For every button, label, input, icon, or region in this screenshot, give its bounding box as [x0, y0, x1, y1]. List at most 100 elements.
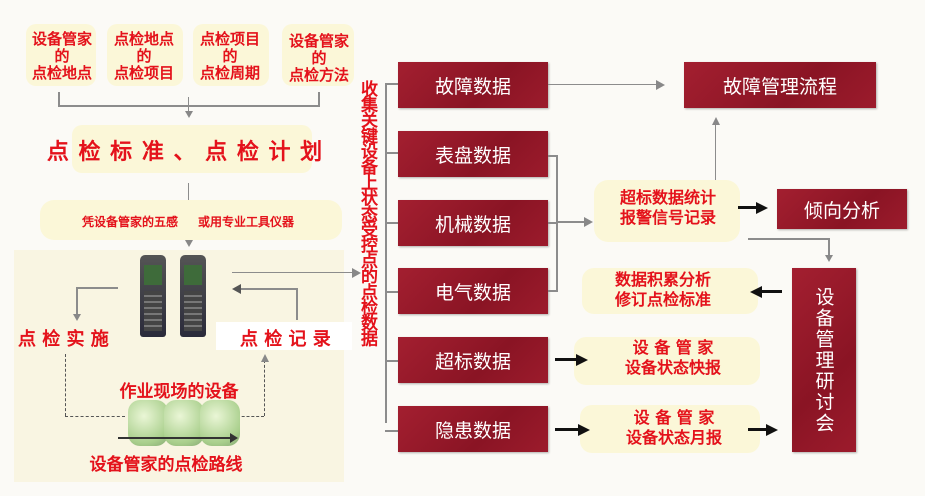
- merge-tick-elec: [548, 290, 558, 292]
- source-box-3: [193, 24, 269, 86]
- standard-plan-bg: [72, 125, 312, 173]
- device-to-collect-line: [232, 272, 354, 273]
- stats-to-trend-line: [738, 206, 758, 209]
- fault-to-process-line: [548, 84, 658, 85]
- source-4-line3: 点检方法: [288, 66, 349, 84]
- route-label: 设备管家的点检路线: [89, 455, 243, 475]
- revise-line2: 修订点检标准: [614, 290, 711, 309]
- revise-bg: [582, 268, 758, 314]
- bus-tick: [385, 360, 399, 362]
- revise-line1: 数据积累分析: [614, 270, 711, 289]
- arrow-right-icon: [766, 424, 778, 436]
- arrow-right-icon: [578, 424, 590, 436]
- arrow-left-icon: [232, 284, 241, 294]
- quick-report-line1: 设 备 管 家: [632, 338, 714, 357]
- arrow-down-icon: [825, 255, 833, 262]
- arrow-right-icon: [656, 80, 665, 90]
- arrow-right-icon: [756, 202, 768, 214]
- arrow-down-icon: [185, 111, 193, 118]
- hazard-to-monthly-line: [555, 428, 579, 431]
- source-box-4: [282, 24, 354, 86]
- inspection-record: 点 检 记 录: [240, 329, 331, 350]
- source-2-line3: 点检项目: [113, 64, 174, 82]
- arrow-right-icon: [230, 433, 238, 443]
- monthly-report-line1: 设 备 管 家: [633, 408, 715, 427]
- monthly-report-bg: [580, 405, 760, 453]
- merge-tick-gauge: [548, 155, 558, 157]
- source-box-2: [107, 24, 183, 86]
- record-bg: [216, 322, 352, 350]
- bus-tick: [385, 430, 399, 432]
- quick-report: 设 备 管 家 设备状态快报: [598, 338, 748, 378]
- senses-right: 或用专业工具仪器: [197, 215, 294, 229]
- trend-to-meeting-h: [748, 238, 830, 240]
- arrow-right-icon: [584, 217, 593, 227]
- overlimit-stats-bg: [594, 180, 740, 242]
- mechanical-data-box: 机械数据: [398, 200, 548, 246]
- quick-report-line2: 设备状态快报: [624, 358, 721, 377]
- source-3-line3: 点检周期: [199, 64, 260, 82]
- source-2-line2: 的: [136, 47, 152, 65]
- route-dash-right: [264, 360, 265, 416]
- source-3-line1: 点检项目: [199, 30, 260, 48]
- route-dash-bottom-right: [232, 416, 264, 417]
- meeting-to-revise-line: [760, 290, 782, 293]
- overlimit-stats: 超标数据统计 报警信号记录: [596, 188, 740, 228]
- source-2-line1: 点检地点: [113, 30, 174, 48]
- monthly-report: 设 备 管 家 设备状态月报: [598, 408, 750, 448]
- revise: 数据积累分析 修订点检标准: [590, 270, 736, 310]
- route-arrow-line: [118, 437, 232, 439]
- bus-tick: [385, 83, 399, 85]
- route-dash-left: [65, 354, 66, 416]
- fault-process-box: 故障管理流程: [684, 62, 876, 108]
- collect-label: 收集关键设备上状态受控点的点检数据: [357, 80, 377, 346]
- route-dash-bottom-left: [65, 416, 125, 417]
- merge-tick-mech: [548, 222, 558, 224]
- device-to-execute-vline: [76, 287, 78, 315]
- overlimit-data-box: 超标数据: [398, 337, 548, 383]
- fault-data-box: 故障数据: [398, 62, 548, 108]
- site-equipment-label: 作业现场的设备: [119, 382, 239, 402]
- monthly-to-meeting-line: [748, 428, 768, 431]
- inspection-execute: 点 检 实 施: [18, 329, 109, 350]
- source-4: 设备管家 的 点检方法: [279, 33, 359, 84]
- handheld-device-icon: [140, 255, 166, 337]
- source-box-1: [26, 24, 96, 86]
- source-down-line: [188, 97, 189, 111]
- bus-tick: [385, 152, 399, 154]
- stats-to-process-line: [715, 124, 716, 186]
- arrow-right-icon: [576, 354, 588, 366]
- arrow-left-icon: [750, 286, 762, 298]
- equipment-icon: [164, 400, 204, 446]
- source-3: 点检项目 的 点检周期: [190, 31, 270, 82]
- arrow-down-icon: [185, 240, 193, 247]
- monthly-report-line2: 设备状态月报: [625, 428, 722, 447]
- meeting-box: 设备管理研讨会: [792, 268, 856, 452]
- bus-tick: [385, 291, 399, 293]
- overlimit-stats-line2: 报警信号记录: [619, 208, 716, 227]
- merge-to-stats-line: [556, 221, 586, 223]
- source-1-line1: 设备管家: [31, 30, 92, 48]
- bus-tick: [385, 222, 399, 224]
- source-2: 点检地点 的 点检项目: [104, 31, 184, 82]
- arrow-up-icon: [261, 354, 269, 362]
- electrical-data-box: 电气数据: [398, 268, 548, 314]
- trend-analysis-box: 倾向分析: [777, 189, 907, 229]
- source-1: 设备管家 的 点检地点: [22, 31, 102, 82]
- handheld-device-icon: [180, 255, 206, 337]
- gauge-data-box: 表盘数据: [398, 131, 548, 177]
- source-bracket-left: [58, 92, 60, 106]
- equipment-icon: [128, 400, 168, 446]
- source-4-line1: 设备管家: [288, 32, 349, 50]
- source-3-line2: 的: [222, 47, 238, 65]
- arrow-right-icon: [352, 268, 361, 278]
- record-to-device-hline: [240, 288, 298, 290]
- device-to-execute-hline: [76, 287, 118, 289]
- record-to-device-vline: [296, 288, 298, 320]
- source-bracket-right: [318, 92, 320, 106]
- quick-report-bg: [574, 337, 760, 385]
- data-bus-vline: [385, 83, 387, 423]
- hazard-data-box: 隐患数据: [398, 406, 548, 452]
- field-area: [14, 250, 344, 482]
- source-bracket-bar: [58, 105, 320, 107]
